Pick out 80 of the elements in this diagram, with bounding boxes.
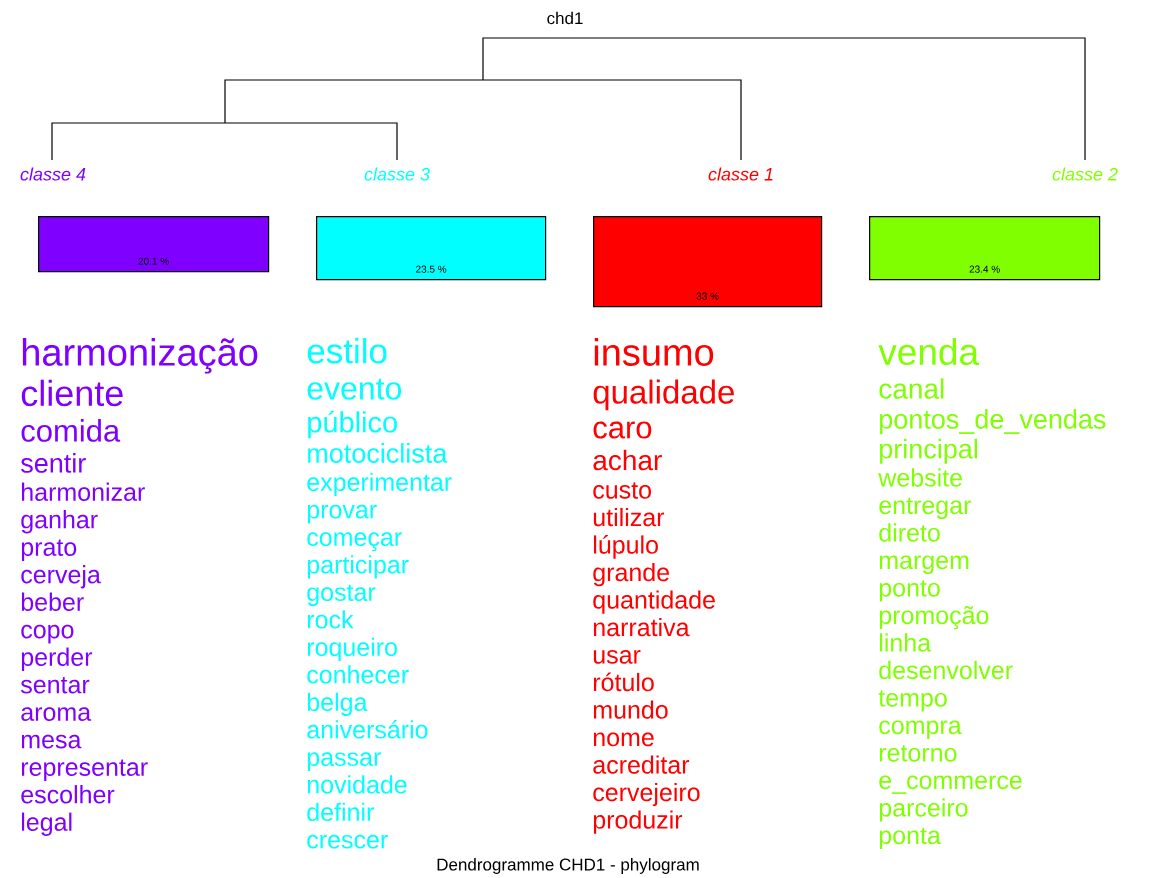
class-label: classe 1 [708,167,773,181]
word-label: compra [879,720,962,740]
percentage-bar: 23.4 % [869,216,1101,281]
word-label: desenvolver [879,660,1013,680]
word-label: caro [593,421,652,439]
word-label: sentir [21,453,86,473]
word-label: começar [307,532,402,552]
word-label: aroma [21,707,92,721]
word-label: qualidade [593,379,734,411]
word-label: belga [307,692,368,716]
word-label: quantidade [593,590,715,614]
word-label: ganhar [21,510,98,534]
class-label: classe 2 [1052,167,1118,181]
word-label: beber [21,592,84,611]
word-label: promoção [879,606,989,630]
word-label: tempo [878,690,947,712]
word-label: escolher [21,785,115,804]
word-label: cerveja [21,565,101,589]
word-label: narrativa [593,617,690,637]
word-label: participar [307,555,409,579]
caption: Dendrogramme CHD1 - phylogram [437,858,699,874]
word-label: comida [21,419,121,442]
word-label: pontos_de_vendas [880,409,1106,435]
word-label: conhecer [307,665,409,684]
word-label: ponta [879,827,941,850]
word-label: achar [593,449,662,471]
word-label: público [308,410,397,439]
word-label: harmonizar [22,482,145,501]
word-label: usar [593,650,641,664]
word-label: legal [21,812,72,836]
word-label: e_commerce [879,775,1022,794]
word-label: passar [307,752,381,771]
word-label: principal [880,438,977,464]
word-label: entregar [879,497,971,520]
word-label: retorno [879,745,957,762]
word-label: novidade [307,775,407,794]
percentage-bar: 23.5 % [316,216,547,281]
word-label: direto [879,523,940,542]
word-label: cliente [21,379,123,407]
word-label: gostar [307,584,376,606]
word-label: definir [307,802,374,822]
word-label: estilo [307,337,387,364]
word-label: utilizar [593,507,665,527]
word-label: linha [879,633,932,652]
word-label: perder [21,647,93,671]
word-label: insumo [594,338,714,366]
word-label: parceiro [879,798,968,822]
word-label: margem [879,555,969,575]
word-label: nome [593,732,654,747]
word-label: produzir [593,810,683,834]
word-label: lúpulo [593,535,658,559]
word-label: cervejeiro [593,782,700,807]
class-label: classe 4 [20,167,86,181]
word-label: ponto [879,580,940,602]
word-label: mundo [593,700,668,719]
word-label: rock [307,610,354,629]
word-label: venda [878,337,980,366]
word-label: evento [307,378,401,400]
word-label: custo [593,482,651,499]
word-label: provar [307,504,377,524]
plot-title: chd1 [547,11,583,25]
word-label: crescer [307,834,388,849]
word-label: mesa [21,734,82,749]
word-label: website [878,468,962,487]
word-label: harmonização [22,338,258,374]
word-label: representar [21,759,148,781]
class-label: classe 3 [364,167,430,181]
word-label: prato [21,539,77,561]
word-label: sentar [20,677,90,694]
percentage-bar: 33 % [593,216,823,308]
word-label: acreditar [593,755,690,774]
word-label: canal [879,378,944,399]
word-label: experimentar [307,472,452,496]
word-label: motociclista [308,443,448,463]
percentage-bar: 20.1 % [38,216,270,273]
word-label: copo [21,624,74,644]
word-label: grande [593,562,669,587]
word-label: rótulo [593,672,654,692]
word-label: aniversário [307,719,428,739]
word-label: roqueiro [307,637,397,661]
